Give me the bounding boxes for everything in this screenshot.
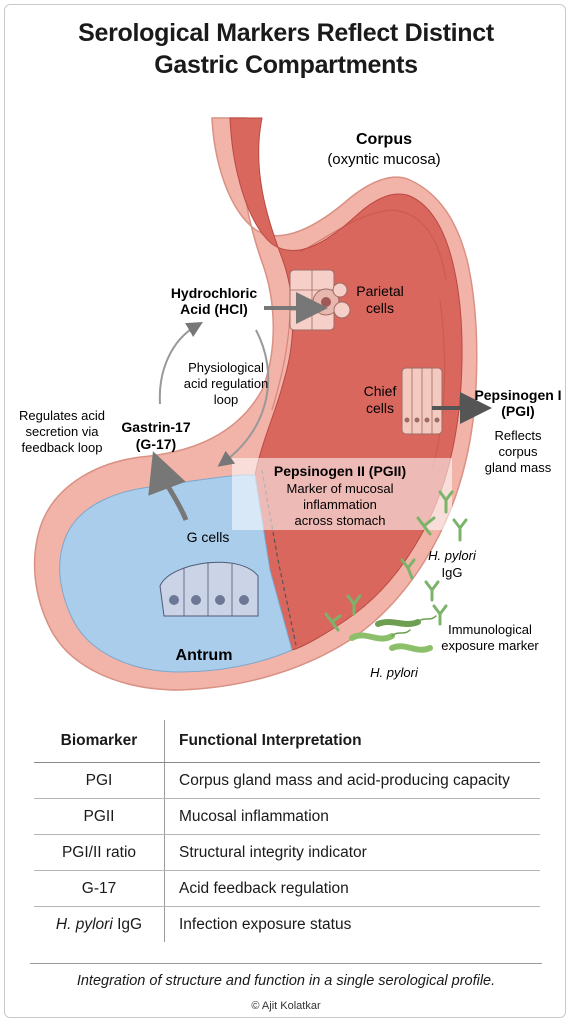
pgii-label-band [232, 458, 452, 530]
row-marker: G-17 [34, 870, 165, 907]
row-marker: PGI [34, 762, 165, 799]
header-interpretation: Functional Interpretation [164, 720, 540, 763]
hcl-label-line-2: Acid (HCl) [180, 301, 248, 317]
stomach-diagram: Corpus (oxyntic mucosa) Hydrochloric Aci… [19, 117, 562, 691]
parietal-cells-label-line-2: cells [366, 300, 394, 316]
header-biomarker: Biomarker [34, 720, 165, 763]
pgi-desc-line-2: corpus [498, 444, 538, 459]
footer-divider [30, 963, 542, 964]
table-row: PGI Corpus gland mass and acid-producing… [34, 762, 540, 799]
physio-loop-line-3: loop [214, 392, 239, 407]
row-marker: PGII [34, 798, 165, 835]
pgi-label-line-2: (PGI) [501, 403, 534, 419]
gastrin-label-line-1: Gastrin-17 [121, 419, 190, 435]
pgii-title: Pepsinogen II (PGII) [274, 463, 406, 479]
chief-cells-label-line-2: cells [366, 400, 394, 416]
physio-loop-line-2: acid regulation [184, 376, 269, 391]
footer-caption: Integration of structure and function in… [76, 973, 496, 989]
table-header-row: Biomarker Functional Interpretation [34, 720, 540, 763]
row-interpretation: Structural integrity indicator [164, 834, 540, 871]
title-line-1: Serological Markers Reflect Distinct [78, 19, 494, 47]
row-marker: PGI/II ratio [34, 834, 165, 871]
g-cells-icon [159, 561, 259, 617]
pgi-desc-line-3: gland mass [485, 460, 552, 475]
antrum-label: Antrum [176, 647, 233, 664]
hpylori-igg-label-line-2: IgG [442, 565, 463, 580]
pgi-label-line-1: Pepsinogen I [474, 387, 561, 403]
physio-loop-line-1: Physiological [188, 360, 264, 375]
gastrin-label-line-2: (G-17) [136, 436, 176, 452]
chief-cells-icon [401, 367, 443, 435]
feedback-loop-arrow-up [158, 321, 203, 405]
row-interpretation: Mucosal inflammation [164, 798, 540, 835]
parietal-cells-label-line-1: Parietal [356, 283, 403, 299]
corpus-subtitle: (oxyntic mucosa) [327, 151, 440, 168]
row-interpretation: Infection exposure status [179, 915, 352, 933]
table-row: H. pylori IgG Infection exposure status [34, 906, 540, 942]
feedback-loop-arrow-down [217, 329, 270, 467]
h-pylori-bacteria-icon [349, 615, 437, 653]
immuno-label-line-2: exposure marker [441, 638, 539, 653]
pgi-desc-line-1: Reflects [495, 428, 542, 443]
pgii-desc-line-2: inflammation [303, 497, 377, 512]
hpylori-igg-label-line-1: H. pylori [428, 548, 477, 563]
g-cells-label: G cells [187, 529, 230, 545]
row-marker-rest: IgG [112, 915, 143, 933]
title-line-2: Gastric Compartments [154, 51, 418, 79]
regulates-line-3: feedback loop [22, 440, 103, 455]
regulates-line-1: Regulates acid [19, 408, 105, 423]
corpus-label: Corpus [356, 131, 412, 148]
pgii-desc-line-1: Marker of mucosal [287, 481, 394, 496]
copyright: © Ajit Kolatkar [251, 1000, 321, 1012]
chief-cells-label-line-1: Chief [364, 383, 397, 399]
row-marker-italic: H. pylori [55, 915, 113, 933]
pgii-desc-line-3: across stomach [294, 513, 385, 528]
table-row: G-17 Acid feedback regulation [34, 870, 540, 907]
biomarker-table: Biomarker Functional Interpretation PGI … [34, 720, 540, 942]
figure-frame [4, 4, 566, 1018]
row-marker: H. pylori IgG [34, 906, 165, 942]
immuno-label-line-1: Immunological [448, 622, 532, 637]
gastrin-arrow [148, 451, 189, 521]
row-interpretation: Acid feedback regulation [164, 870, 540, 907]
row-interpretation: Corpus gland mass and acid-producing cap… [164, 762, 540, 799]
table-row: PGII Mucosal inflammation [34, 798, 540, 835]
antibody-icons [324, 490, 468, 632]
table-row: PGI/II ratio Structural integrity indica… [34, 834, 540, 871]
hpylori-label: H. pylori [370, 665, 419, 680]
hcl-label-line-1: Hydrochloric [171, 285, 258, 301]
regulates-line-2: secretion via [26, 424, 100, 439]
